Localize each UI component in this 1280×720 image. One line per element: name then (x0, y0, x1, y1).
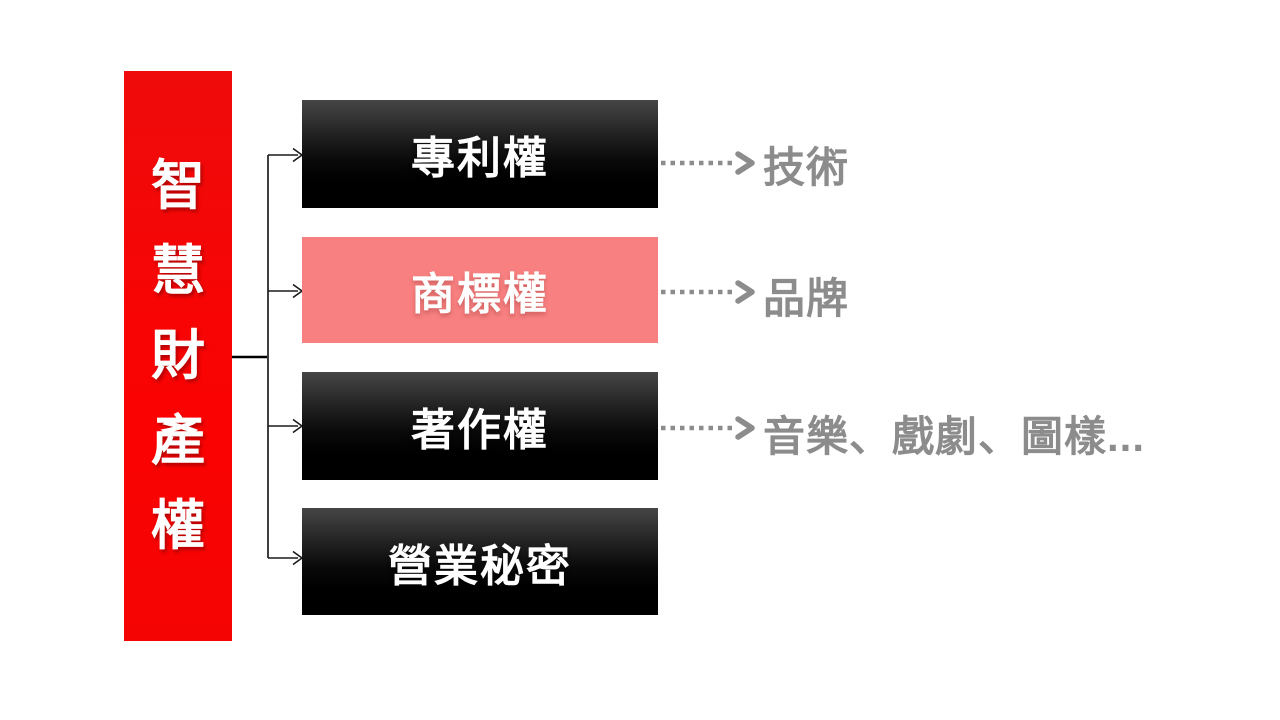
branch-arrow-patent (268, 147, 304, 163)
root-node-char: 產 (151, 410, 205, 471)
branch-arrow-copyright (268, 418, 304, 434)
root-node-char: 智 (151, 155, 205, 216)
branch-arrow-trademark (268, 283, 304, 299)
dotted-arrow-works (661, 416, 755, 440)
node-label: 著作權 (411, 406, 549, 455)
node-trade-secret: 營業秘密 (302, 508, 658, 615)
annotation-technology: 技術 (763, 144, 850, 191)
dotted-arrow-brand (661, 280, 755, 304)
root-node-char: 權 (151, 495, 205, 556)
annotation-brand: 品牌 (763, 275, 850, 322)
annotation-music-drama-patterns: 音樂、戲劇、圖樣... (763, 413, 1146, 460)
node-trademark-right: 商標權 (302, 237, 658, 343)
node-copyright: 著作權 (302, 372, 658, 480)
root-node-char: 慧 (151, 240, 205, 301)
node-label: 商標權 (411, 270, 549, 319)
root-node-intellectual-property-rights: 智 慧 財 產 權 (124, 71, 232, 641)
branch-arrow-trade-secret (268, 550, 304, 566)
node-patent-right: 專利權 (302, 100, 658, 208)
dotted-arrow-technology (661, 151, 755, 175)
node-label: 營業秘密 (388, 541, 572, 591)
root-node-char: 財 (151, 325, 205, 386)
node-label: 專利權 (411, 134, 549, 183)
